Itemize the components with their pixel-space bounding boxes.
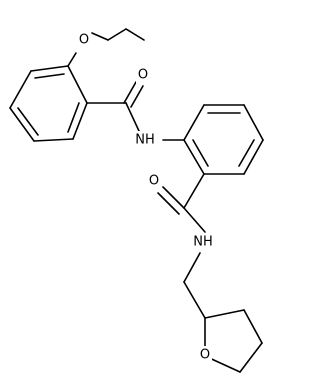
amide-oxygen-2-label: O	[149, 174, 159, 189]
amide-oxygen-1-label: O	[138, 68, 148, 83]
benzene-ring-a	[9, 65, 88, 142]
linker-ring-bond	[183, 281, 206, 319]
atom-label-amide-oxygen-2: O	[147, 172, 161, 190]
tetrahydrofuran-ring	[204, 309, 263, 373]
amide-nitrogen-1-label: NH	[135, 133, 155, 148]
molecule-structure: O O NH O NH O	[9, 28, 264, 373]
methylene-linker	[183, 252, 201, 283]
ethyl-group	[91, 28, 145, 41]
amide-group-1	[86, 81, 144, 132]
atom-label-amide-nitrogen-1: NH	[130, 131, 160, 149]
benzene-ring-b	[162, 104, 264, 175]
amide-group-2	[157, 173, 206, 233]
ether-aryl-bond	[67, 52, 77, 67]
amide-nitrogen-2-label: NH	[193, 235, 213, 250]
atom-label-amide-nitrogen-2: NH	[188, 233, 218, 251]
atom-label-amide-oxygen-1: O	[136, 66, 150, 84]
atom-label-ring-oxygen: O	[198, 346, 212, 364]
ring-oxygen-label: O	[200, 348, 210, 363]
atom-label-ether-oxygen: O	[77, 31, 91, 49]
ether-oxygen-label: O	[79, 33, 89, 48]
